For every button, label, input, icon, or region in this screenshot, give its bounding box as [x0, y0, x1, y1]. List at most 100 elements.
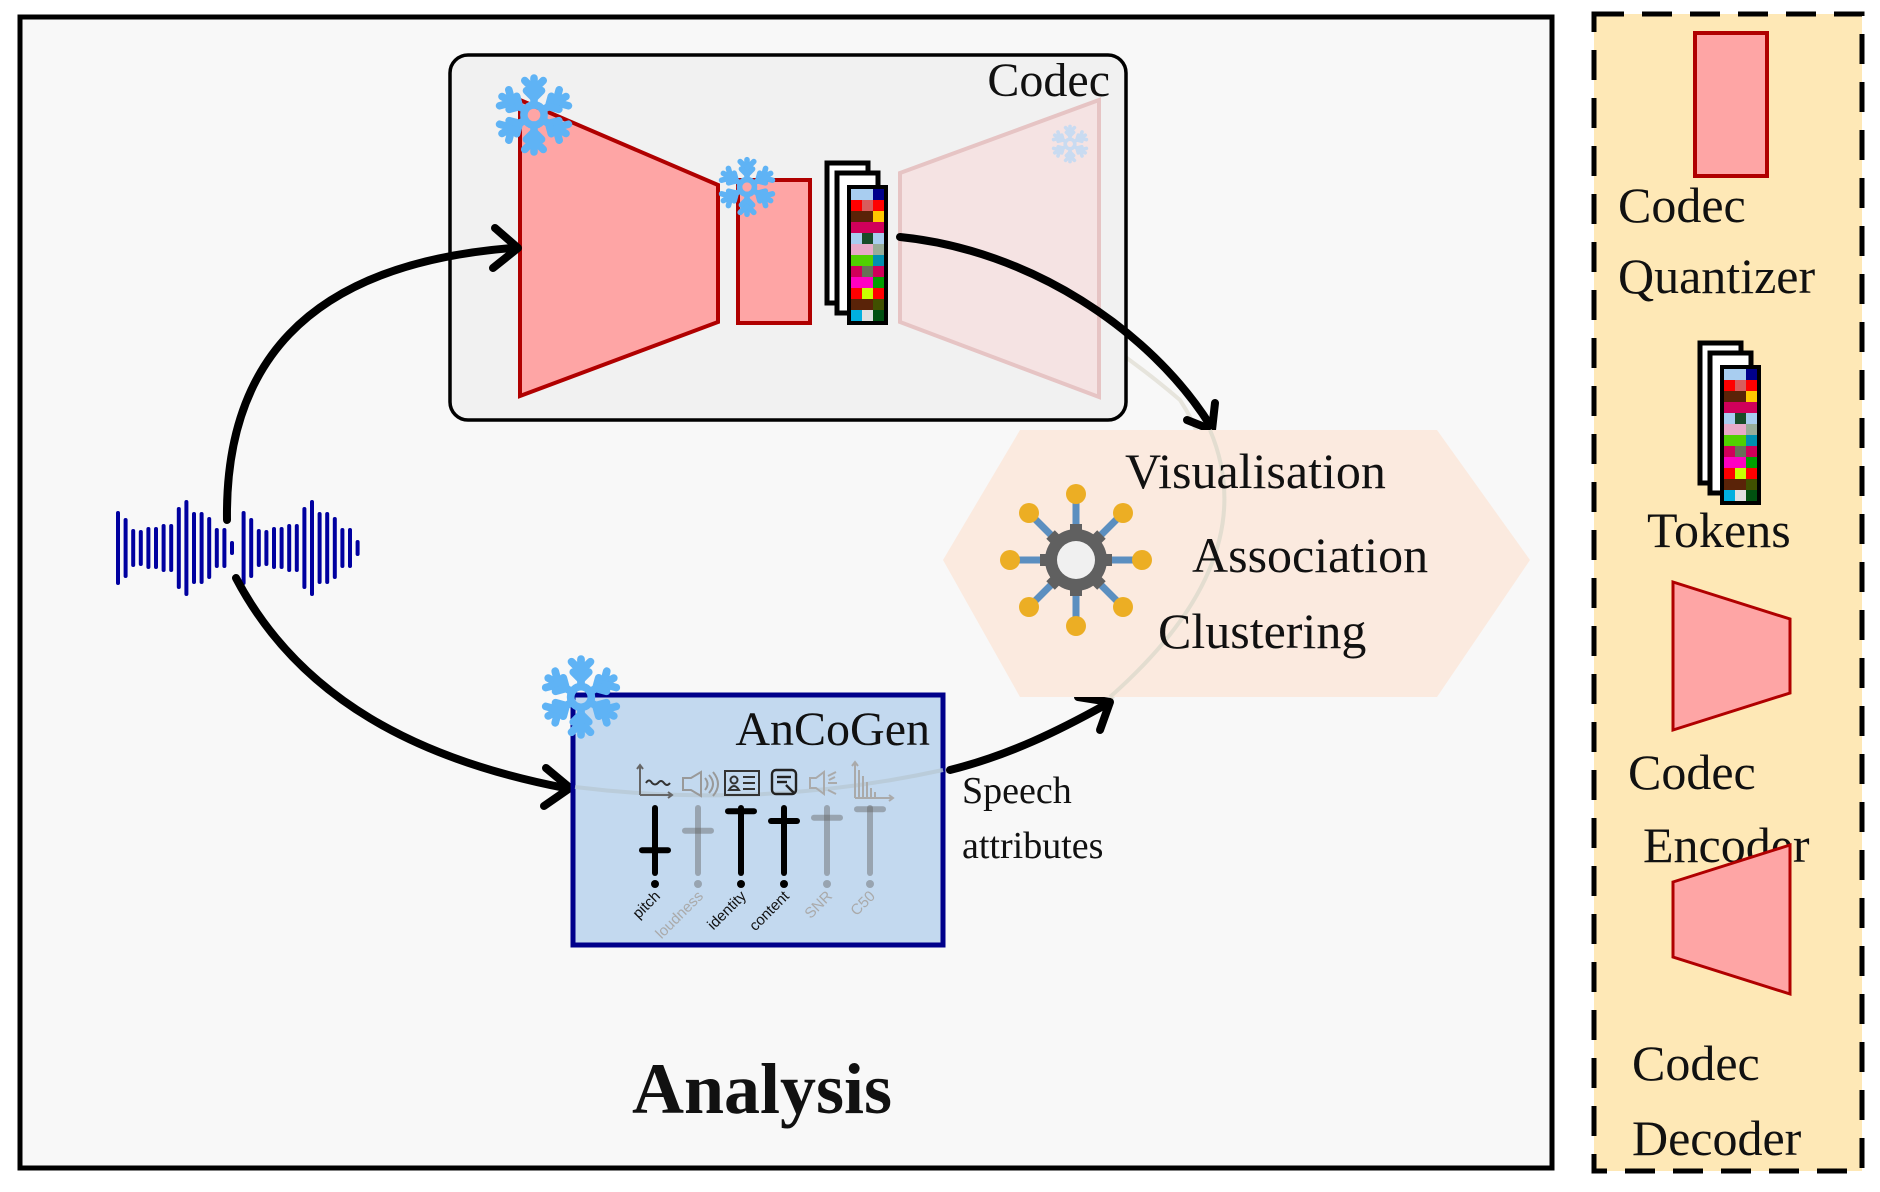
token-cell [1746, 369, 1757, 380]
token-sheet-front [1720, 365, 1761, 505]
token-cell [851, 211, 862, 222]
arrow-ancogen-to-analysis-head [1074, 693, 1114, 734]
arrow-ancogen-to-analysis [946, 701, 1109, 774]
legend-quantizer-line1: Codec [1618, 177, 1746, 233]
token-cell [1735, 490, 1746, 501]
token-cell [1735, 479, 1746, 490]
token-cell [873, 211, 884, 222]
slider-dot [823, 880, 831, 888]
token-cell [1746, 413, 1757, 424]
token-cell [1724, 446, 1735, 457]
token-cell [851, 233, 862, 244]
token-cell [873, 288, 884, 299]
attribute-icons [636, 760, 895, 802]
token-cell [862, 211, 873, 222]
network-gear-icon [1000, 484, 1152, 636]
token-cell [1746, 402, 1757, 413]
token-cell [851, 255, 862, 266]
arrow-waveform-to-ancogen [232, 574, 569, 792]
token-cell [862, 189, 873, 200]
token-cell [1735, 457, 1746, 468]
token-cell [1724, 490, 1735, 501]
token-cell [1724, 369, 1735, 380]
token-cell [1735, 369, 1746, 380]
arrows [222, 224, 1219, 810]
token-cell [1724, 435, 1735, 446]
codec-decoder-faded [898, 97, 1101, 400]
token-cell [862, 255, 873, 266]
arrow-waveform-to-encoder-head [489, 224, 522, 272]
legend-encoder-line1: Codec [1628, 744, 1756, 800]
identity-card-icon [724, 770, 760, 796]
legend-decoder-line2: Decoder [1632, 1110, 1802, 1166]
token-cell [1724, 402, 1735, 413]
token-cell [1724, 413, 1735, 424]
token-cell [851, 244, 862, 255]
codec-encoder [518, 96, 720, 399]
token-cell [1735, 380, 1746, 391]
token-cell [851, 288, 862, 299]
token-cell [1735, 435, 1746, 446]
token-cell [851, 299, 862, 310]
token-cell [873, 310, 884, 321]
arrow-waveform-to-ancogen-head [540, 764, 574, 810]
analysis-clustering: Clustering [1158, 603, 1366, 659]
token-cell [873, 277, 884, 288]
token-cell [1735, 413, 1746, 424]
pitch-curve-icon [636, 763, 674, 799]
token-cell [851, 200, 862, 211]
token-cell [873, 189, 884, 200]
token-cell [851, 189, 862, 200]
token-cell [1724, 424, 1735, 435]
token-cell [1724, 380, 1735, 391]
token-cell [1724, 457, 1735, 468]
token-cell [862, 277, 873, 288]
ancogen-label: AnCoGen [735, 703, 930, 756]
codec-box-label: Codec [987, 54, 1110, 107]
token-cell [1724, 479, 1735, 490]
slider-dot [651, 880, 659, 888]
token-cell [851, 277, 862, 288]
token-cell [862, 310, 873, 321]
token-cell [862, 244, 873, 255]
token-cell [1746, 446, 1757, 457]
token-cell [1746, 380, 1757, 391]
slider-dot [866, 880, 874, 888]
legend-tokens-icon [1697, 340, 1761, 505]
token-cell [1724, 468, 1735, 479]
slider-dot [780, 880, 788, 888]
token-cell [1746, 457, 1757, 468]
analysis-association: Association [1192, 527, 1428, 583]
audio-waveform-icon [116, 500, 360, 596]
legend-codec-encoder-icon [1671, 579, 1792, 733]
token-cell [873, 244, 884, 255]
analysis-methods-box [943, 430, 1530, 697]
token-cell [851, 310, 862, 321]
legend-codec-quantizer-icon [1693, 31, 1769, 178]
token-cell [873, 222, 884, 233]
arrow-tokens-to-analysis [896, 233, 1214, 429]
token-cell [851, 222, 862, 233]
content-document-icon [770, 768, 798, 796]
token-cell [1735, 446, 1746, 457]
token-cell [862, 299, 873, 310]
tokens-stack [824, 160, 888, 325]
slider-dot [737, 880, 745, 888]
token-cell [1746, 479, 1757, 490]
token-cell [1735, 468, 1746, 479]
legend-quantizer-line2: Quantizer [1618, 248, 1815, 304]
token-cell [851, 266, 862, 277]
token-cell [1724, 391, 1735, 402]
token-cell [862, 200, 873, 211]
token-cell [1746, 424, 1757, 435]
token-cell [1735, 424, 1746, 435]
token-cell [873, 233, 884, 244]
legend-tokens-label: Tokens [1647, 502, 1791, 558]
token-cell [1735, 402, 1746, 413]
legend-decoder-line1: Codec [1632, 1035, 1760, 1091]
legend-panel [1591, 11, 1865, 1174]
arrow-waveform-to-encoder [222, 244, 516, 524]
token-cell [862, 233, 873, 244]
slider-dot [694, 880, 702, 888]
background-cycle-arc-front [1108, 429, 1227, 699]
